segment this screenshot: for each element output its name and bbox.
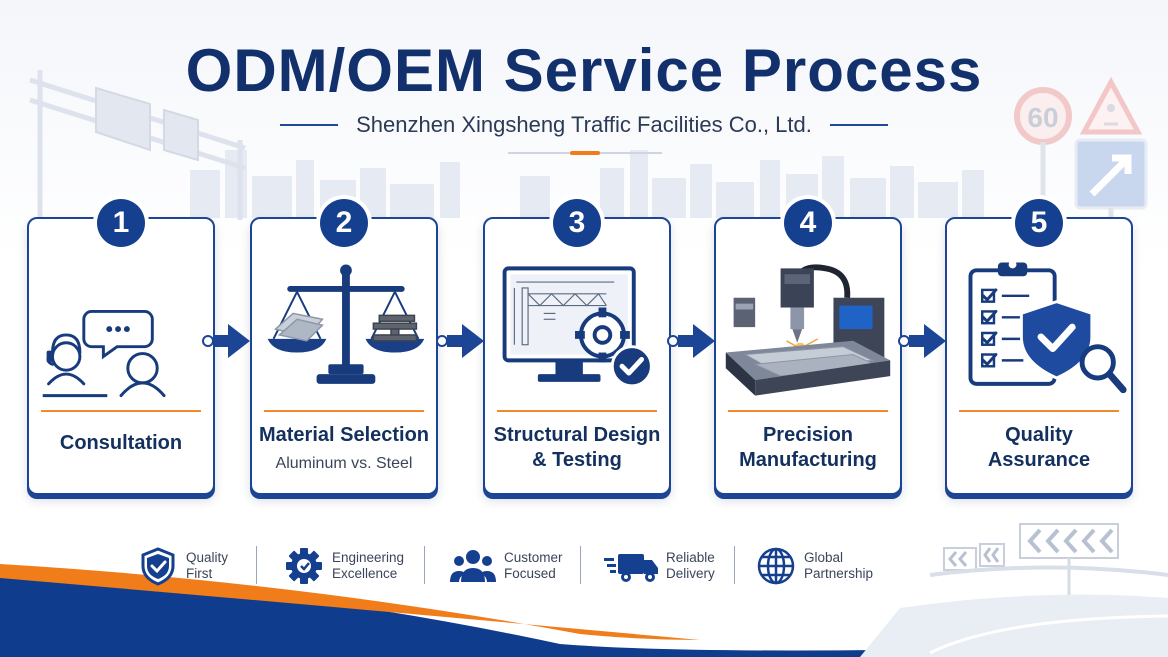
arrow-right-icon [667, 324, 715, 358]
divider-accent [570, 151, 600, 155]
step-label-line-2: Manufacturing [739, 449, 877, 471]
truck-icon [604, 554, 658, 582]
gear-icon [286, 548, 322, 584]
page-title: ODM/OEM Service Process [185, 37, 983, 104]
feature-line-2: Focused [504, 566, 556, 581]
globe-icon [757, 547, 795, 585]
step-card-structural-design: 3 [483, 199, 671, 495]
bottom-swoosh-decoration [0, 564, 1168, 657]
feature-line-1: Reliable [666, 550, 715, 565]
step-label: Consultation [59, 432, 183, 454]
step-card-quality-assurance: 5 Quality [945, 199, 1133, 495]
feature-line-2: Partnership [804, 566, 874, 581]
speed-sign-text: 60 [1027, 102, 1058, 133]
step-number-badge: 2 [320, 199, 368, 247]
arrow-right-icon [436, 324, 484, 358]
feature-separator [580, 546, 581, 584]
step-card-consultation: 1 Consultation [27, 199, 215, 495]
feature-line-2: Excellence [332, 566, 398, 581]
company-subtitle: Shenzhen Xingsheng Traffic Facilities Co… [280, 112, 888, 138]
feature-line-2: Delivery [666, 566, 715, 581]
cnc-machine-icon [725, 264, 891, 396]
step-divider [41, 410, 201, 412]
step-card-precision-manufacturing: 4 Precision Manufacturing [714, 199, 902, 495]
title-divider [508, 151, 662, 155]
step-label-line-1: Quality [1005, 424, 1073, 446]
step-divider [728, 410, 888, 412]
step-number-badge: 5 [1015, 199, 1063, 247]
feature-line-1: Quality [186, 550, 229, 565]
step-label-line-2: & Testing [532, 449, 622, 471]
feature-line-1: Customer [504, 550, 563, 565]
quality-checklist-icon [968, 260, 1127, 394]
arrow-right-icon [202, 324, 250, 358]
step-card-material-selection: 2 Material S [250, 199, 438, 495]
feature-line-1: Global [804, 550, 844, 565]
step-label: Material Selection [258, 424, 430, 446]
feature-separator [424, 546, 425, 584]
people-icon [450, 550, 496, 582]
balance-scale-icon [267, 264, 425, 384]
cad-monitor-icon [502, 266, 653, 388]
step-divider [959, 410, 1119, 412]
subtitle-row: Shenzhen Xingsheng Traffic Facilities Co… [0, 112, 1168, 138]
arrow-right-icon [898, 324, 946, 358]
step-label-line-1: Structural Design [493, 424, 661, 446]
feature-separator [256, 546, 257, 584]
step-subtext: Aluminum vs. Steel [275, 455, 413, 472]
feature-line-2: First [186, 566, 213, 581]
step-number-badge: 1 [97, 199, 145, 247]
feature-line-1: Engineering [332, 550, 405, 565]
step-divider [264, 410, 424, 412]
step-label-line-1: Precision [762, 424, 854, 446]
step-number-badge: 4 [784, 199, 832, 247]
step-divider [497, 410, 657, 412]
feature-separator [734, 546, 735, 584]
step-number-badge: 3 [553, 199, 601, 247]
consultation-icon [42, 309, 166, 398]
shield-check-icon [141, 547, 175, 586]
step-label-line-2: Assurance [987, 449, 1091, 471]
